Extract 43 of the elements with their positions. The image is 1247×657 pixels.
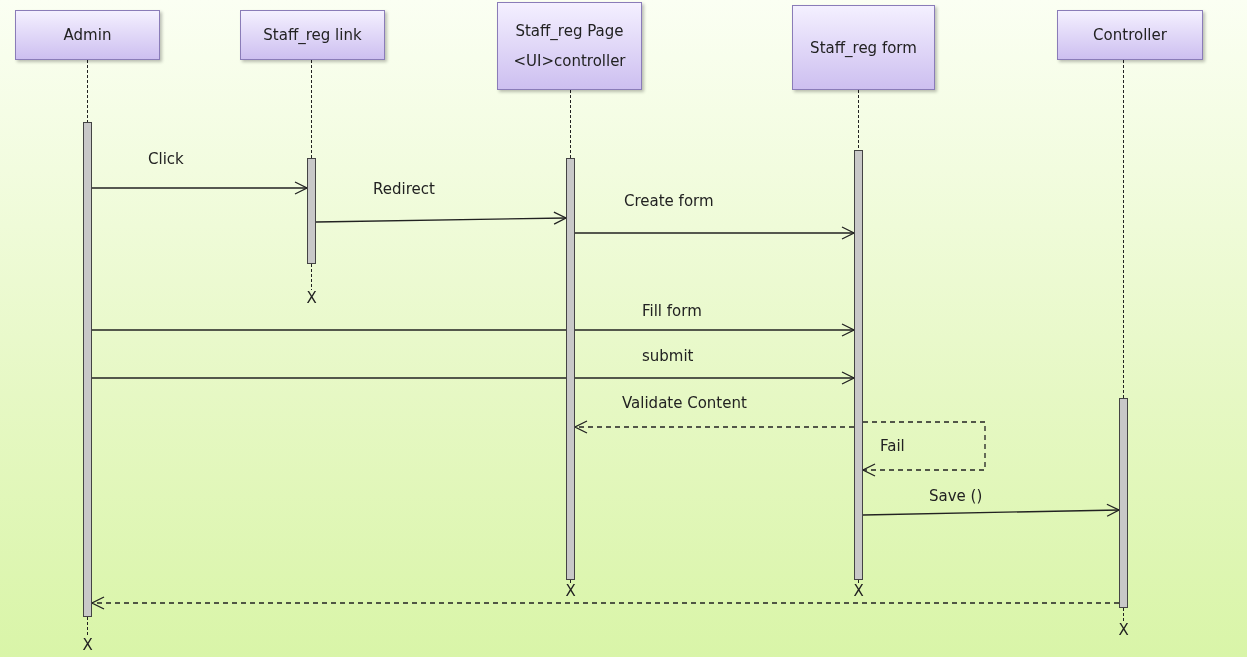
- message-label: Redirect: [373, 180, 435, 198]
- participant-name: Controller: [1093, 26, 1167, 44]
- destruction-mark: X: [1118, 622, 1129, 638]
- participant-name: Staff_reg link: [263, 26, 362, 44]
- destruction-mark: X: [565, 583, 576, 599]
- self-message-arrow: [862, 421, 986, 477]
- lifeline: [87, 59, 88, 123]
- message-label: Fail: [880, 437, 905, 455]
- lifeline-head: [15, 10, 160, 60]
- return-message-arrow: [574, 420, 855, 434]
- lifeline: [311, 59, 312, 159]
- activation-bar: [307, 158, 316, 264]
- message-label: Validate Content: [622, 394, 747, 412]
- message-arrow: [315, 211, 567, 225]
- message-arrow: [862, 503, 1120, 517]
- destruction-mark: X: [82, 637, 93, 653]
- lifeline-head: [497, 2, 642, 90]
- message-arrow: [574, 226, 855, 240]
- activation-bar: [566, 158, 575, 580]
- message-arrow: [91, 371, 855, 385]
- destruction-mark: X: [853, 583, 864, 599]
- participant-name: <UI>controller: [513, 52, 626, 70]
- message-label: Save (): [929, 487, 983, 505]
- participant-name: Staff_reg Page: [515, 22, 624, 40]
- message-arrow: [91, 181, 308, 195]
- participant-name: Staff_reg form: [810, 38, 917, 57]
- lifeline-head: [1057, 10, 1203, 60]
- message-label: submit: [642, 347, 694, 365]
- message-arrow: [91, 323, 855, 337]
- lifeline: [1123, 59, 1124, 399]
- participant-name: Admin: [63, 26, 112, 44]
- activation-bar: [854, 150, 863, 580]
- activation-bar: [1119, 398, 1128, 608]
- message-label: Click: [148, 150, 184, 168]
- message-label: Fill form: [642, 302, 702, 320]
- lifeline-head: [240, 10, 385, 60]
- return-message-arrow: [91, 596, 1120, 610]
- destruction-mark: X: [306, 290, 317, 306]
- activation-bar: [83, 122, 92, 617]
- lifeline-head: [792, 5, 935, 90]
- lifeline: [858, 89, 859, 151]
- lifeline: [570, 89, 571, 159]
- message-label: Create form: [624, 192, 714, 210]
